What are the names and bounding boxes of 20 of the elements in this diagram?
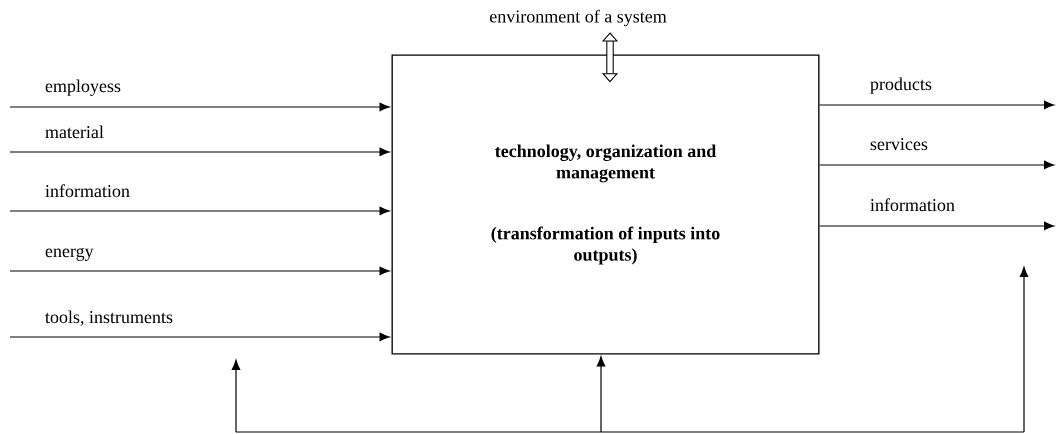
edge-label: products xyxy=(870,77,932,94)
edge-label: employess xyxy=(45,79,121,96)
arrow xyxy=(818,221,1055,231)
edge-label: material xyxy=(45,125,104,139)
edge-label: information xyxy=(870,198,955,212)
arrow xyxy=(9,206,390,216)
arrow xyxy=(9,266,390,276)
arrow xyxy=(818,160,1055,170)
edge-label: information xyxy=(45,184,130,198)
edge-label: energy xyxy=(45,247,94,261)
system-label: environment of a system xyxy=(490,9,667,27)
process-box: technology, organization and management (transformation of inputs into outputs) xyxy=(391,54,820,355)
arrow xyxy=(601,32,619,83)
arrow xyxy=(818,100,1055,110)
arrow xyxy=(9,332,390,342)
arrow xyxy=(9,102,390,112)
arrow xyxy=(9,147,390,157)
edge-label: tools, instruments xyxy=(45,310,173,326)
edge-label: services xyxy=(870,138,928,151)
arrow xyxy=(596,356,606,433)
